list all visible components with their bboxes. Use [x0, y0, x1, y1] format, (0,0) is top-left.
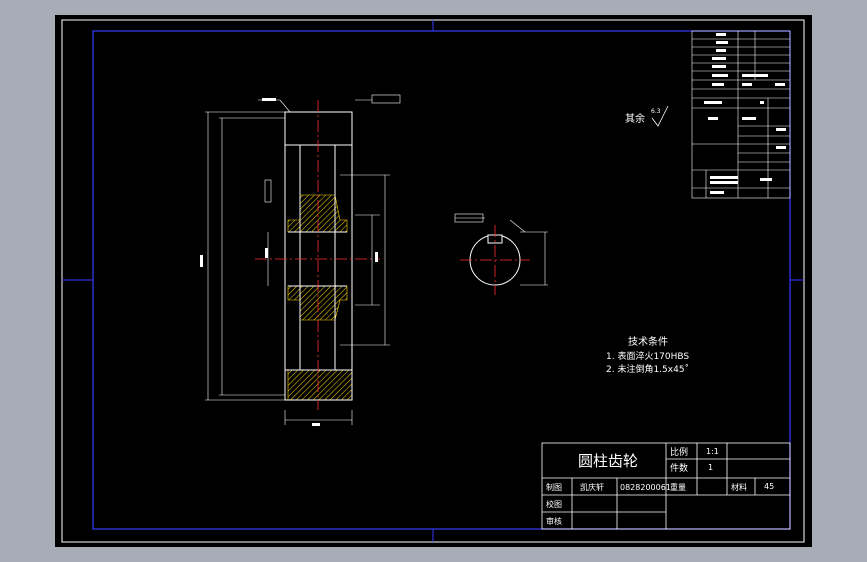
tech-requirements-heading: 技术条件 — [628, 335, 668, 348]
tech-requirement-1: 1. 表面淬火170HBS — [606, 350, 689, 362]
scale-value: 1:1 — [706, 447, 719, 456]
centering-marks — [62, 20, 804, 542]
quantity-value: 1 — [708, 463, 713, 472]
material-label: 材料 — [731, 482, 747, 492]
drawing-number: 0828200061 — [620, 483, 671, 492]
hub-keyway-view — [454, 213, 548, 295]
technical-requirements: 技术条件 1. 表面淬火170HBS 2. 未注倒角1.5x45˚ — [606, 335, 689, 375]
roughness-value: 6.3 — [651, 108, 661, 115]
tech-requirement-2: 2. 未注倒角1.5x45˚ — [606, 363, 689, 375]
check-label: 校图 — [546, 499, 562, 509]
drawn-by-label: 制图 — [546, 482, 562, 492]
part-name: 圆柱齿轮 — [578, 452, 638, 470]
roughness-note: 其余 6.3 — [625, 105, 669, 127]
scale-label: 比例 — [670, 446, 688, 458]
hatch-lower-rim — [287, 369, 353, 401]
roughness-note-label: 其余 — [625, 112, 645, 125]
gear-section-view — [200, 94, 401, 426]
review-label: 审核 — [546, 516, 562, 526]
gear-parameter-table — [691, 30, 791, 199]
weight-label: 重量 — [670, 482, 686, 492]
title-block: 圆柱齿轮 比例 1:1 件数 1 制图 凯庆轩 0828200061 重量 材料… — [541, 442, 791, 530]
parameter-table-text-blocks — [704, 33, 786, 194]
drawer-name: 凯庆轩 — [580, 482, 604, 492]
quantity-label: 件数 — [670, 462, 688, 474]
material-value: 45 — [764, 482, 774, 491]
drawing-background — [55, 15, 812, 547]
